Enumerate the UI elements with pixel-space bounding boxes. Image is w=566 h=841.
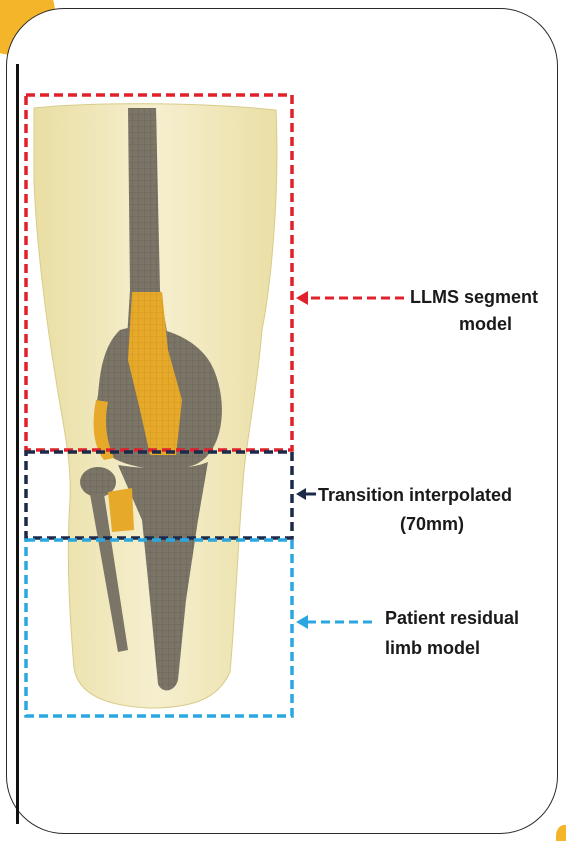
transition-label-line1: Transition interpolated xyxy=(318,483,512,507)
llms-arrow xyxy=(296,291,404,305)
transition-arrow xyxy=(296,488,316,500)
llms-label-line1: LLMS segment xyxy=(410,285,538,309)
llms-label-line2: model xyxy=(459,312,512,336)
residual-label-line2: limb model xyxy=(385,636,480,660)
residual-arrow xyxy=(296,615,372,629)
transition-label-line2: (70mm) xyxy=(400,512,464,536)
residual-label-line1: Patient residual xyxy=(385,606,519,630)
tibial-cartilage xyxy=(108,488,134,532)
